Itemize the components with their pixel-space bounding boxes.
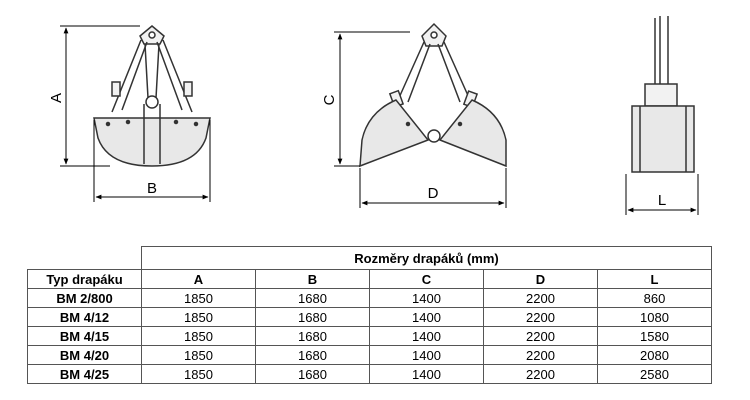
table-row: BM 4/15 1850 1680 1400 2200 1580 (27, 326, 712, 346)
cell-c: 1400 (369, 364, 484, 384)
table-row: BM 4/25 1850 1680 1400 2200 2580 (27, 364, 712, 384)
row-type-cell: BM 4/15 (27, 326, 142, 346)
column-header-d: D (483, 269, 598, 289)
cell-l: 1080 (597, 307, 712, 327)
cell-b: 1680 (255, 288, 370, 308)
column-header-c: C (369, 269, 484, 289)
column-header-a: A (141, 269, 256, 289)
table-column-header-row: Typ drapáku A B C D L (27, 269, 712, 289)
cell-d: 2200 (483, 345, 598, 365)
cell-a: 1850 (141, 288, 256, 308)
open-view-dimensions (334, 31, 507, 208)
dim-label-d: D (428, 185, 439, 202)
cell-a: 1850 (141, 364, 256, 384)
cell-d: 2200 (483, 288, 598, 308)
grab-technical-drawings: A B C D L (48, 16, 699, 215)
dimensions-table: Rozměry drapáků (mm) Typ drapáku A B C D… (27, 246, 712, 384)
front-view-dimensions (60, 25, 211, 202)
column-header-l: L (597, 269, 712, 289)
table-row: BM 2/800 1850 1680 1400 2200 860 (27, 288, 712, 308)
open-view-drawing (359, 22, 507, 168)
row-type-cell: BM 4/20 (27, 345, 142, 365)
row-type-cell: BM 2/800 (27, 288, 142, 308)
table-group-header: Rozměry drapáků (mm) (141, 246, 712, 270)
row-type-cell: BM 4/12 (27, 307, 142, 327)
row-type-cell: BM 4/25 (27, 364, 142, 384)
cell-c: 1400 (369, 288, 484, 308)
cell-l: 860 (597, 288, 712, 308)
table-row: BM 4/20 1850 1680 1400 2200 2080 (27, 345, 712, 365)
column-header-b: B (255, 269, 370, 289)
dim-label-a: A (48, 93, 65, 103)
dim-label-c: C (321, 94, 338, 105)
table-corner-cell (27, 246, 142, 270)
cell-d: 2200 (483, 326, 598, 346)
cell-c: 1400 (369, 307, 484, 327)
side-view-drawing (631, 16, 695, 173)
cell-c: 1400 (369, 326, 484, 346)
cell-l: 2080 (597, 345, 712, 365)
cell-l: 2580 (597, 364, 712, 384)
cell-a: 1850 (141, 326, 256, 346)
cell-b: 1680 (255, 326, 370, 346)
table-row-header: Typ drapáku (27, 269, 142, 289)
cell-c: 1400 (369, 345, 484, 365)
cell-b: 1680 (255, 307, 370, 327)
dim-label-l: L (658, 192, 666, 209)
side-view-dimensions (625, 174, 699, 215)
cell-l: 1580 (597, 326, 712, 346)
cell-d: 2200 (483, 364, 598, 384)
cell-b: 1680 (255, 345, 370, 365)
dim-label-b: B (147, 180, 157, 197)
cell-b: 1680 (255, 364, 370, 384)
cell-d: 2200 (483, 307, 598, 327)
table-row: BM 4/12 1850 1680 1400 2200 1080 (27, 307, 712, 327)
cell-a: 1850 (141, 307, 256, 327)
table-group-header-row: Rozměry drapáků (mm) (27, 246, 712, 270)
front-view-drawing (93, 25, 211, 167)
cell-a: 1850 (141, 345, 256, 365)
